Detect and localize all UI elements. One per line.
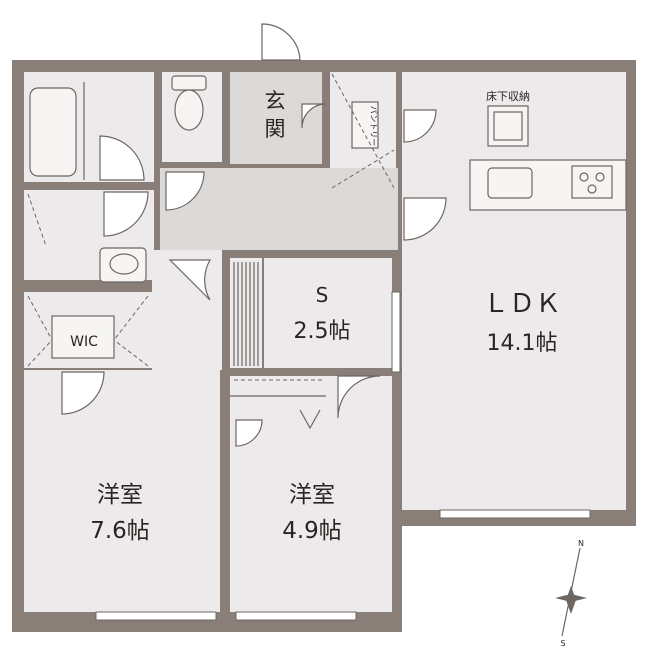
- bathtub: [29, 82, 85, 180]
- compass-south-label: S: [560, 639, 565, 648]
- western-small-size: 4.9帖: [282, 518, 342, 544]
- kitchen-counter: [469, 159, 627, 211]
- ldk-name: ＬＤＫ: [483, 289, 561, 319]
- compass-rose: N S: [555, 539, 587, 648]
- windows: [95, 291, 591, 621]
- underfloor-hatch: [487, 105, 529, 147]
- western-large-size: 7.6帖: [90, 518, 150, 544]
- closet-small: [230, 379, 326, 430]
- washroom-dashes: [27, 193, 47, 247]
- western-large-name: 洋室: [97, 482, 143, 508]
- doors: [61, 23, 447, 447]
- entrance-label-2: 関: [265, 117, 286, 141]
- entrance-label-1: 玄: [265, 89, 286, 113]
- pantry-label: パントリー: [369, 106, 378, 146]
- underfloor-label: 床下収納: [486, 89, 530, 103]
- pantry-shelves: [331, 73, 395, 189]
- storage-size: 2.5帖: [294, 319, 351, 344]
- compass-north-label: N: [578, 539, 584, 548]
- room-labels: 玄 関 パントリー 床下収納 ＬＤＫ 14.1帖 S 2.5帖 WIC 洋室 7…: [70, 89, 561, 544]
- toilet-fixture: [171, 75, 207, 131]
- ldk-size: 14.1帖: [487, 331, 558, 356]
- washbasin: [99, 247, 147, 283]
- wic-label: WIC: [70, 334, 98, 350]
- stair-lines: [233, 262, 259, 366]
- wic-hangers: [27, 295, 149, 367]
- western-small-name: 洋室: [289, 482, 335, 508]
- storage-name: S: [316, 283, 329, 307]
